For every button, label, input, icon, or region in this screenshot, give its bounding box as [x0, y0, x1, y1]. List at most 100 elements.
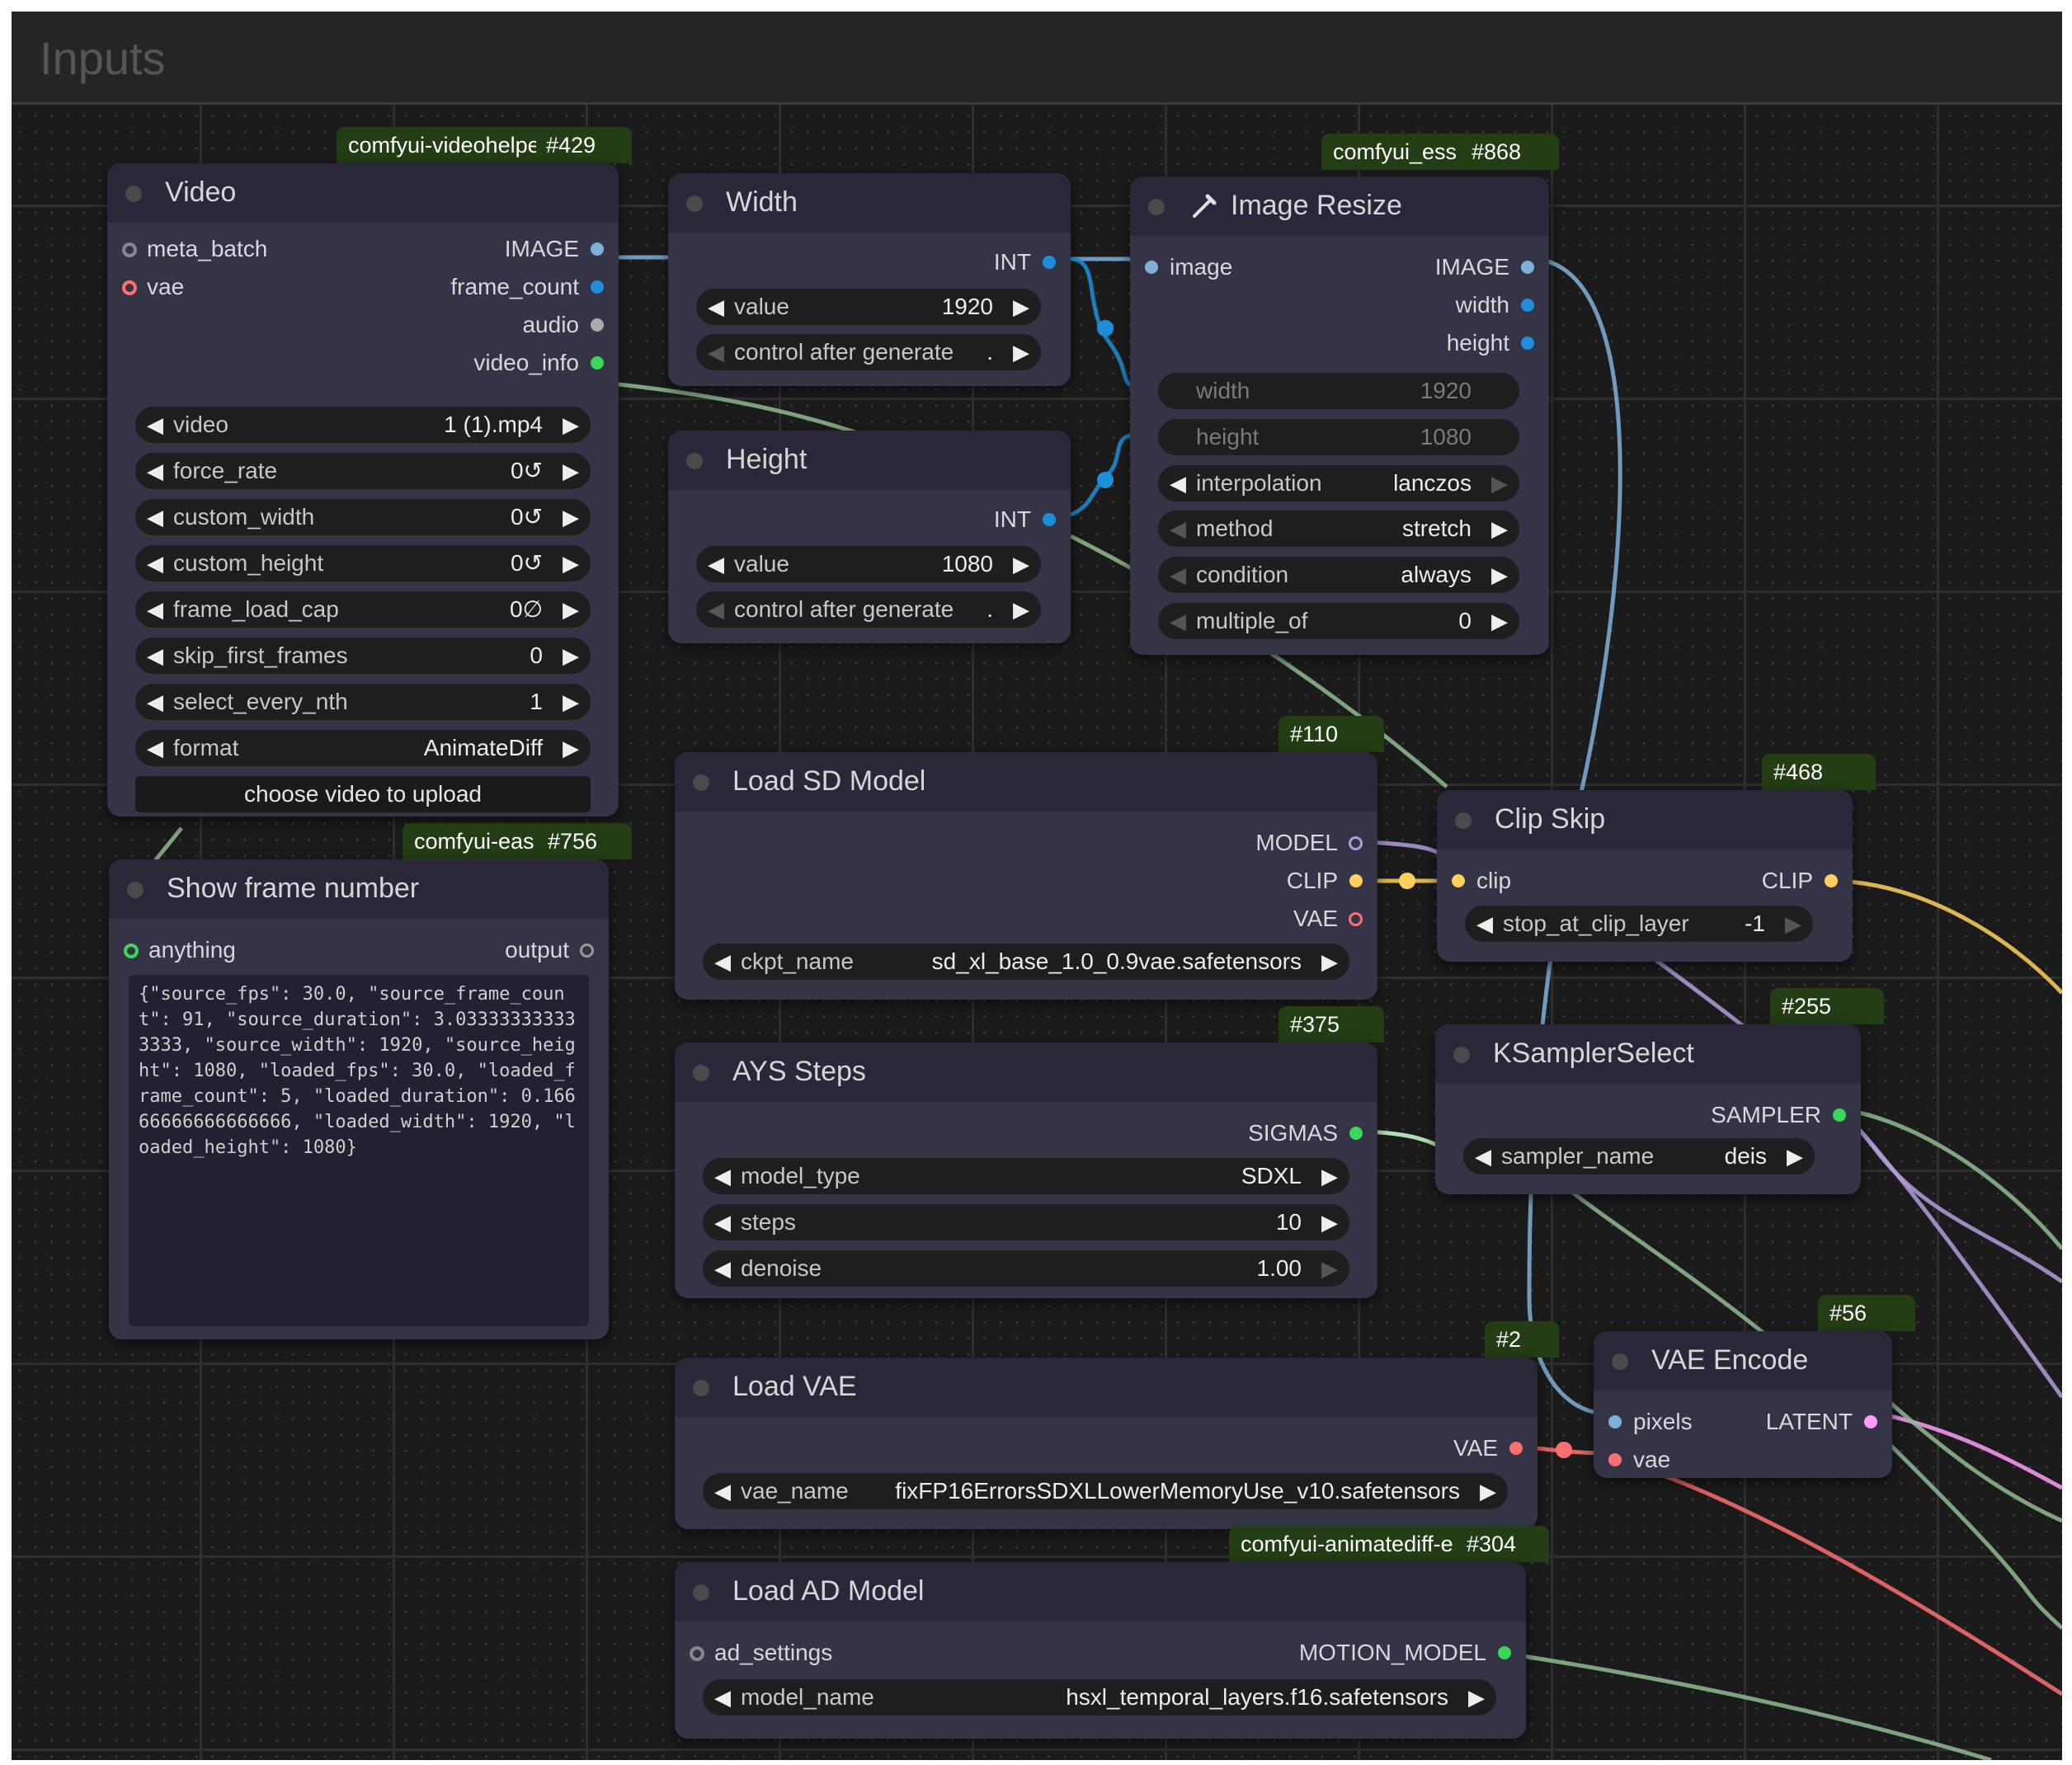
image-resize-node[interactable]: Image Resize image IMAGE width height wi…	[1130, 176, 1549, 655]
ays-steps-node[interactable]: AYS Steps SIGMAS ◀ model_type SDXL ▶ ◀ s…	[675, 1043, 1377, 1298]
arrow-left-icon[interactable]: ◀	[147, 736, 163, 760]
collapse-dot-icon[interactable]	[693, 1065, 709, 1081]
arrow-left-icon[interactable]: ◀	[1170, 516, 1186, 541]
widget-format[interactable]: ◀ format AnimateDiff ▶	[135, 730, 591, 766]
arrow-right-icon[interactable]: ▶	[1480, 1479, 1496, 1504]
widget-multiple-of[interactable]: ◀ multiple_of 0 ▶	[1158, 603, 1519, 639]
arrow-right-icon[interactable]: ▶	[563, 412, 579, 437]
output-slot-motion-model[interactable]: MOTION_MODEL	[1264, 1638, 1511, 1668]
output-slot-clip[interactable]: CLIP	[1198, 866, 1363, 896]
output-slot-vae[interactable]: VAE	[1358, 1433, 1523, 1463]
collapse-dot-icon[interactable]	[693, 1584, 709, 1601]
output-text-area[interactable]: {"source_fps": 30.0, "source_frame_count…	[129, 975, 589, 1326]
collapse-dot-icon[interactable]	[1148, 199, 1165, 215]
output-slot-vae[interactable]: VAE	[1198, 904, 1363, 934]
arrow-left-icon[interactable]: ◀	[714, 1479, 731, 1504]
arrow-left-icon[interactable]: ◀	[714, 1256, 731, 1281]
widget-method[interactable]: ◀ method stretch ▶	[1158, 511, 1519, 547]
arrow-right-icon[interactable]: ▶	[1491, 609, 1508, 633]
load-sd-model-node[interactable]: Load SD Model MODEL CLIP VAE ◀ ckpt_name…	[675, 752, 1377, 1000]
arrow-right-icon[interactable]: ▶	[1321, 1256, 1338, 1281]
widget-vae-name[interactable]: ◀ vae_name fixFP16ErrorsSDXLLowerMemoryU…	[703, 1473, 1508, 1509]
arrow-left-icon[interactable]: ◀	[147, 643, 163, 668]
arrow-left-icon[interactable]: ◀	[1170, 471, 1186, 496]
int-link-midpoint[interactable]	[1097, 320, 1114, 337]
collapse-dot-icon[interactable]	[693, 774, 709, 791]
collapse-dot-icon[interactable]	[1455, 812, 1472, 829]
widget-control-after-generate[interactable]: ◀ control after generate . ▶	[696, 334, 1041, 370]
arrow-right-icon[interactable]: ▶	[563, 736, 579, 760]
output-slot-clip[interactable]: CLIP	[1673, 866, 1838, 896]
arrow-left-icon[interactable]: ◀	[147, 505, 163, 530]
widget-interpolation[interactable]: ◀ interpolation lanczos ▶	[1158, 465, 1519, 501]
arrow-left-icon[interactable]: ◀	[1170, 562, 1186, 587]
widget-steps[interactable]: ◀ steps 10 ▶	[703, 1204, 1349, 1240]
int-link-midpoint[interactable]	[1097, 472, 1114, 488]
show-frame-number-node[interactable]: Show frame number anything output {"sour…	[109, 859, 609, 1339]
upload-video-button[interactable]: choose video to upload	[135, 776, 591, 812]
arrow-right-icon[interactable]: ▶	[563, 551, 579, 576]
arrow-left-icon[interactable]: ◀	[708, 294, 724, 319]
arrow-right-icon[interactable]: ▶	[1491, 562, 1508, 587]
arrow-left-icon[interactable]: ◀	[147, 412, 163, 437]
arrow-right-icon[interactable]: ▶	[563, 505, 579, 530]
output-slot-height[interactable]: height	[1369, 328, 1534, 358]
collapse-dot-icon[interactable]	[686, 453, 703, 469]
group-header[interactable]: Inputs	[12, 12, 2062, 105]
node-header[interactable]: AYS Steps	[675, 1043, 1377, 1102]
widget-denoise[interactable]: ◀ denoise 1.00 ▶	[703, 1250, 1349, 1287]
node-header[interactable]: Clip Skip	[1437, 790, 1853, 850]
load-vae-node[interactable]: Load VAE VAE ◀ vae_name fixFP16ErrorsSDX…	[675, 1358, 1538, 1529]
widget-height[interactable]: height 1080	[1158, 419, 1519, 455]
widget-force-rate[interactable]: ◀ force_rate 0↺ ▶	[135, 453, 591, 489]
collapse-dot-icon[interactable]	[693, 1380, 709, 1396]
arrow-left-icon[interactable]: ◀	[147, 459, 163, 483]
output-slot-int[interactable]: INT	[891, 247, 1056, 277]
output-slot-video-info[interactable]: video_info	[356, 348, 604, 378]
arrow-left-icon[interactable]: ◀	[1170, 609, 1186, 633]
widget-sampler-name[interactable]: ◀ sampler_name deis ▶	[1463, 1138, 1815, 1174]
video-node[interactable]: Video meta_batch vae IMAGE frame_count a…	[107, 163, 619, 817]
widget-value[interactable]: ◀ value 1920 ▶	[696, 289, 1041, 325]
arrow-left-icon[interactable]: ◀	[714, 1685, 731, 1710]
arrow-left-icon[interactable]: ◀	[708, 552, 724, 577]
output-slot-width[interactable]: width	[1369, 290, 1534, 320]
arrow-right-icon[interactable]: ▶	[1321, 1164, 1338, 1188]
widget-ckpt-name[interactable]: ◀ ckpt_name sd_xl_base_1.0_0.9vae.safete…	[703, 944, 1349, 980]
arrow-left-icon[interactable]: ◀	[708, 340, 724, 365]
widget-custom-width[interactable]: ◀ custom_width 0↺ ▶	[135, 499, 591, 535]
widget-model-type[interactable]: ◀ model_type SDXL ▶	[703, 1158, 1349, 1194]
arrow-right-icon[interactable]: ▶	[1468, 1685, 1485, 1710]
collapse-dot-icon[interactable]	[686, 195, 703, 212]
output-slot-sampler[interactable]: SAMPLER	[1665, 1100, 1846, 1130]
arrow-left-icon[interactable]: ◀	[708, 597, 724, 622]
arrow-right-icon[interactable]: ▶	[1013, 597, 1029, 622]
arrow-left-icon[interactable]: ◀	[147, 597, 163, 622]
clip-link-midpoint[interactable]	[1399, 873, 1415, 889]
height-node[interactable]: Height INT ◀ value 1080 ▶ ◀ control afte…	[668, 431, 1071, 643]
output-slot-sigmas[interactable]: SIGMAS	[1198, 1118, 1363, 1148]
arrow-right-icon[interactable]: ▶	[1491, 516, 1508, 541]
arrow-right-icon[interactable]: ▶	[1013, 552, 1029, 577]
arrow-left-icon[interactable]: ◀	[1476, 911, 1493, 936]
arrow-right-icon[interactable]: ▶	[1013, 294, 1029, 319]
output-slot-model[interactable]: MODEL	[1198, 828, 1363, 858]
collapse-dot-icon[interactable]	[125, 186, 142, 202]
widget-model-name[interactable]: ◀ model_name hsxl_temporal_layers.f16.sa…	[703, 1679, 1496, 1716]
output-slot-image[interactable]: IMAGE	[1369, 252, 1534, 282]
widget-control-after-generate[interactable]: ◀ control after generate . ▶	[696, 591, 1041, 628]
output-slot-frame-count[interactable]: frame_count	[356, 272, 604, 302]
node-header[interactable]: Width	[668, 173, 1071, 233]
arrow-right-icon[interactable]: ▶	[563, 459, 579, 483]
node-header[interactable]: Height	[668, 431, 1071, 490]
arrow-right-icon[interactable]: ▶	[1013, 340, 1029, 365]
arrow-right-icon[interactable]: ▶	[563, 597, 579, 622]
widget-stop-at-clip-layer[interactable]: ◀ stop_at_clip_layer -1 ▶	[1465, 906, 1813, 942]
widget-frame-load-cap[interactable]: ◀ frame_load_cap 0∅ ▶	[135, 591, 591, 628]
widget-select-every-nth[interactable]: ◀ select_every_nth 1 ▶	[135, 684, 591, 720]
widget-video[interactable]: ◀ video 1 (1).mp4 ▶	[135, 407, 591, 443]
vae-link-midpoint[interactable]	[1556, 1442, 1572, 1458]
node-header[interactable]: VAE Encode	[1594, 1331, 1892, 1391]
output-slot-output[interactable]: output	[429, 935, 594, 965]
clip-skip-node[interactable]: Clip Skip clip CLIP ◀ stop_at_clip_layer…	[1437, 790, 1853, 962]
